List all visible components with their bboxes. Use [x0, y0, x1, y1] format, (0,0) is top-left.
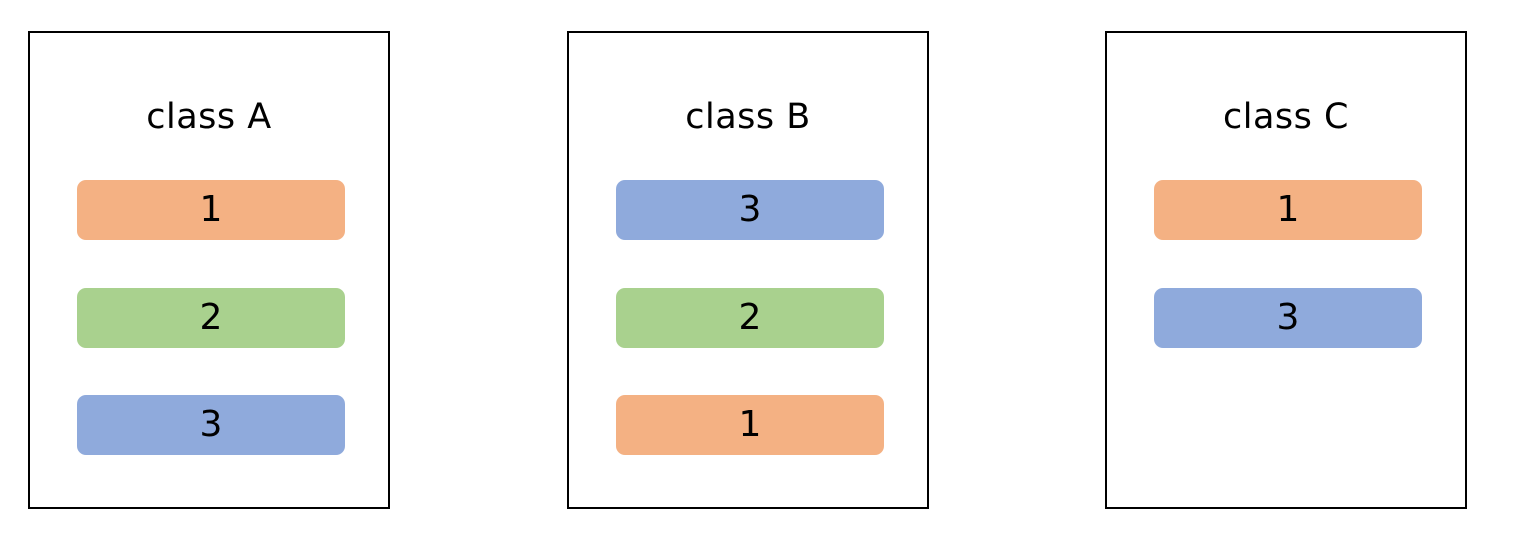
class-a-item: 1	[77, 180, 345, 240]
class-b-item: 1	[616, 395, 884, 455]
class-a-item: 2	[77, 288, 345, 348]
class-a-title: class A	[146, 97, 272, 137]
class-b-title: class B	[685, 97, 811, 137]
class-c-item: 3	[1154, 288, 1422, 348]
class-a-box: class A 1 2 3	[28, 31, 390, 509]
class-c-box: class C 1 3	[1105, 31, 1467, 509]
class-a-item: 3	[77, 395, 345, 455]
class-c-title: class C	[1223, 97, 1349, 137]
class-c-item: 1	[1154, 180, 1422, 240]
class-b-item: 2	[616, 288, 884, 348]
class-b-box: class B 3 2 1	[567, 31, 929, 509]
class-b-item: 3	[616, 180, 884, 240]
